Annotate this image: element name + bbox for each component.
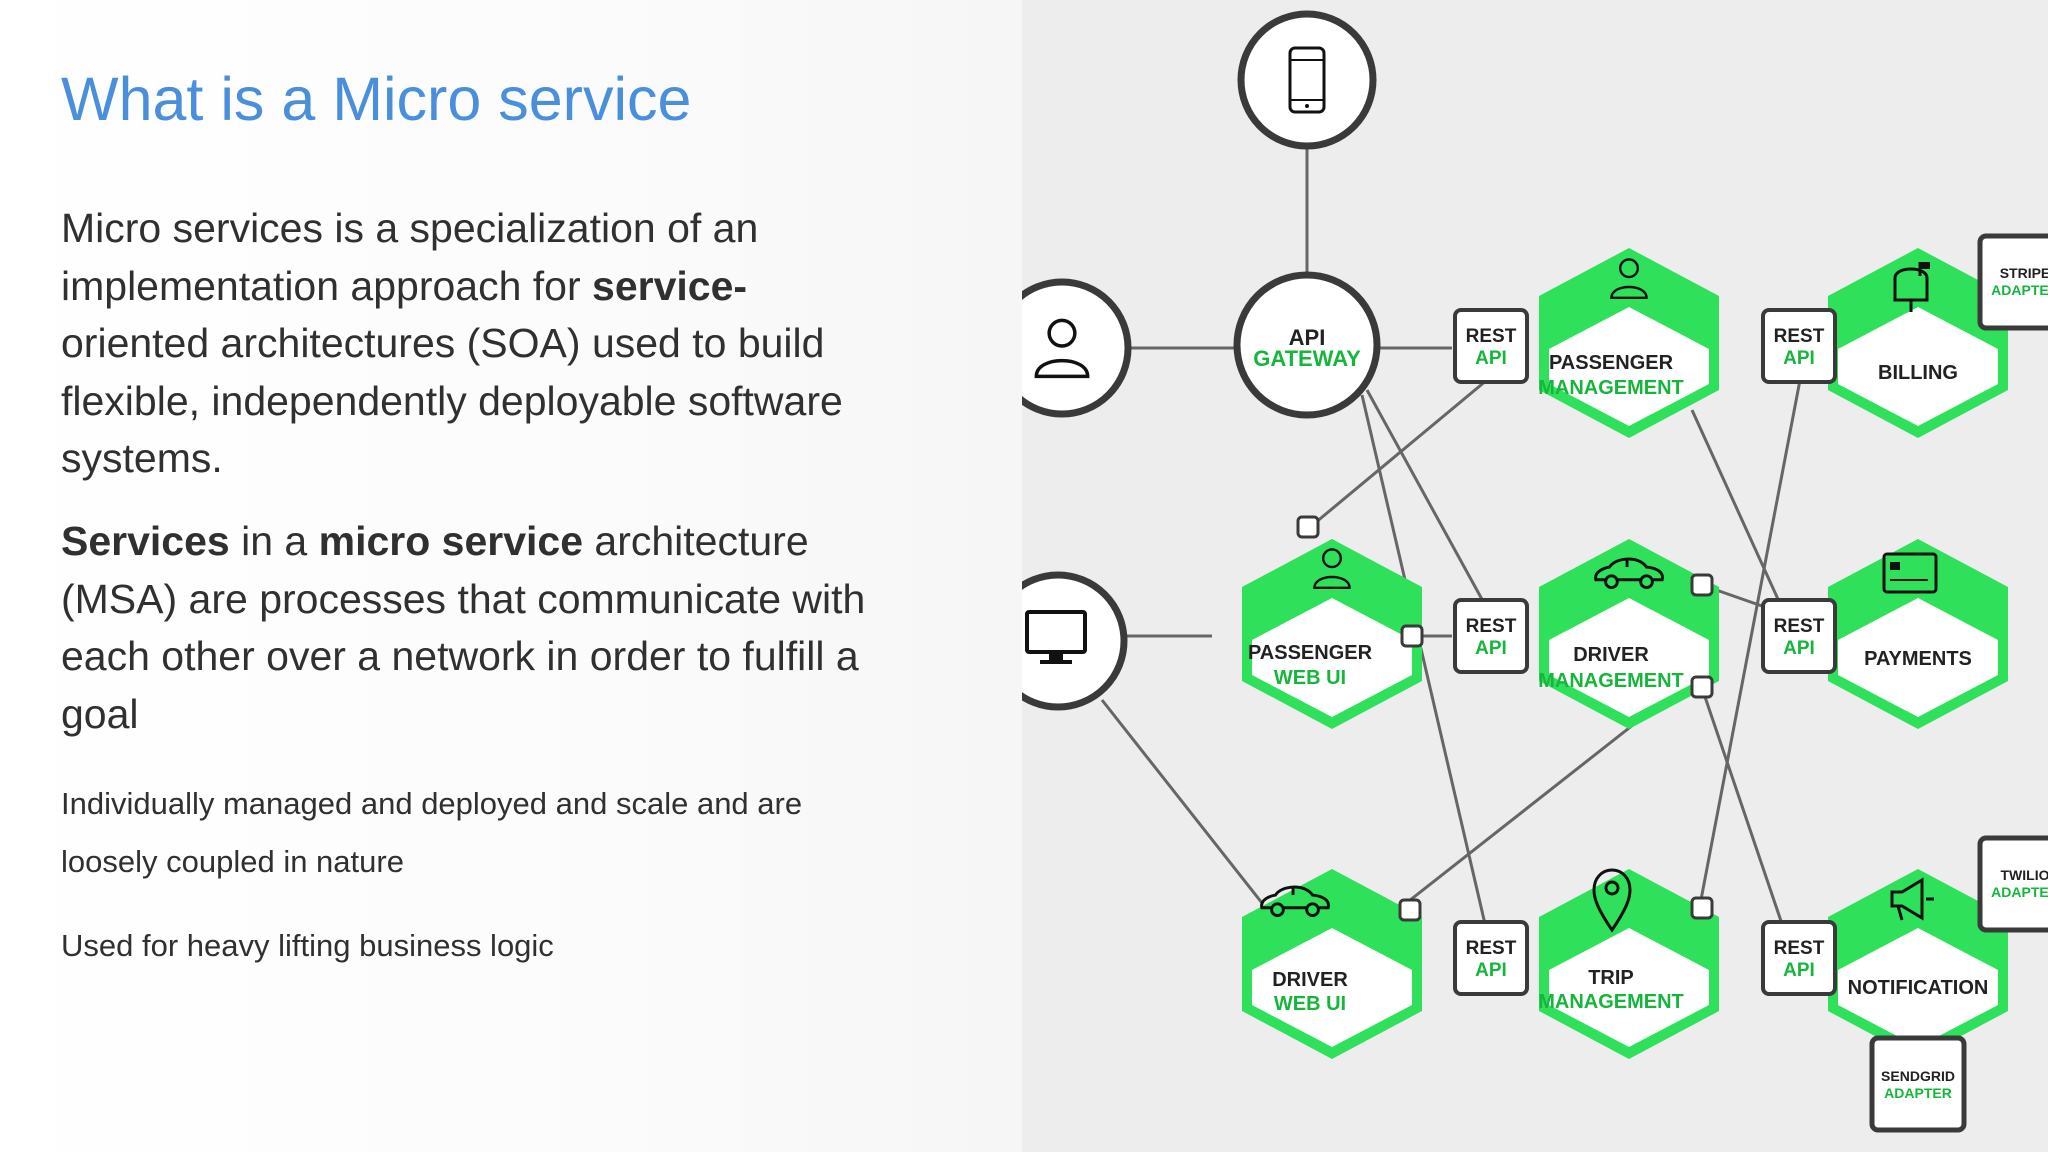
services-bold: Services (61, 518, 230, 564)
service-passenger-web-ui: PASSENGER WEB UI (1242, 539, 1422, 729)
port (1400, 624, 1424, 648)
service-billing: BILLING (1828, 248, 2008, 438)
svg-text:REST: REST (1466, 938, 1517, 959)
desktop-monitor-icon (1025, 610, 1087, 664)
stripe-adapter: STRIPE ADAPTER (1977, 233, 2048, 331)
api-gateway-label-1: API (1289, 325, 1326, 350)
services-text-2: architecture (MSA) are processes that co… (61, 518, 866, 737)
service-payments: PAYMENTS (1828, 539, 2008, 729)
line-rest-passengerui (1308, 378, 1488, 530)
connection-lines (1100, 80, 1802, 925)
definition-bold-service: service- (592, 262, 748, 309)
microservice-diagram: API GATEWAY PASSENGER MANAGEMENT BILLING (1022, 0, 2048, 1152)
text-panel: What is a Micro service Micro services i… (0, 0, 1022, 1152)
service-trip-management: TRIP MANAGEMENT (1538, 868, 1719, 1059)
slide-title: What is a Micro service (61, 65, 692, 133)
definition-text-2: oriented architectures (SOA) used to bui… (61, 320, 843, 481)
services-paragraph: Services in a micro service architecture… (61, 513, 901, 743)
line-billing-trip (1698, 379, 1802, 906)
port (1690, 573, 1714, 597)
svg-text:ADAPTER: ADAPTER (1884, 1085, 1952, 1101)
svg-text:REST: REST (1466, 616, 1517, 637)
definition-paragraph: Micro services is a specialization of an… (61, 200, 901, 488)
bullet-business-logic: Used for heavy lifting business logic (61, 928, 554, 963)
svg-text:API: API (1475, 638, 1507, 659)
trip-management-label-1: TRIP (1588, 967, 1634, 989)
notification-label: NOTIFICATION (1848, 977, 1989, 999)
rest-api-box-payments: REST API (1761, 598, 1837, 674)
svg-text:ADAPTER: ADAPTER (1991, 282, 2048, 298)
port (1398, 898, 1422, 922)
client-mobile (1237, 10, 1377, 150)
driver-web-ui-label-1: DRIVER (1272, 969, 1348, 991)
bullet-managed: Individually managed and deployed and sc… (61, 786, 803, 879)
driver-web-ui-label-2: WEB UI (1274, 993, 1346, 1015)
line-passenger-payments (1690, 409, 1784, 609)
svg-text:STRIPE: STRIPE (2000, 265, 2048, 281)
svg-text:API: API (1475, 960, 1507, 981)
svg-text:TWILIO: TWILIO (2001, 867, 2048, 883)
passenger-web-ui-label-1: PASSENGER (1248, 642, 1373, 664)
svg-text:SENDGRID: SENDGRID (1881, 1068, 1955, 1084)
svg-text:REST: REST (1774, 938, 1825, 959)
twilio-adapter: TWILIO ADAPTER (1977, 835, 2048, 933)
api-gateway-label-2: GATEWAY (1253, 346, 1361, 371)
mailbox-icon (1893, 262, 1930, 312)
payments-label: PAYMENTS (1864, 648, 1972, 670)
line-gateway-driver (1365, 389, 1486, 604)
rest-api-box-trip: REST API (1453, 920, 1529, 996)
mobile-phone-icon (1288, 46, 1326, 114)
svg-text:API: API (1475, 348, 1507, 369)
svg-text:ADAPTER: ADAPTER (1991, 884, 2048, 900)
passenger-management-label-2: MANAGEMENT (1538, 377, 1684, 399)
services-text-1: in a (229, 518, 319, 564)
map-pin-icon (1592, 868, 1632, 933)
service-driver-management: DRIVER MANAGEMENT (1538, 539, 1719, 729)
svg-text:REST: REST (1774, 616, 1825, 637)
svg-text:REST: REST (1774, 326, 1825, 347)
api-gateway: API GATEWAY (1233, 271, 1381, 419)
passenger-web-ui-label-2: WEB UI (1274, 667, 1346, 689)
port (1690, 675, 1714, 699)
port (1690, 896, 1714, 920)
definition-text-1: Micro services is a specialization of an… (61, 205, 759, 309)
client-user (1022, 278, 1132, 418)
billing-label: BILLING (1878, 362, 1958, 384)
driver-management-label-1: DRIVER (1573, 644, 1649, 666)
trip-management-label-2: MANAGEMENT (1538, 991, 1684, 1013)
rest-api-box-passenger: REST API (1453, 308, 1529, 384)
micro-service-bold: micro service (318, 518, 584, 564)
line-desktop-driverui (1100, 699, 1264, 904)
connector-ports (1296, 515, 1714, 922)
sendgrid-adapter: SENDGRID ADAPTER (1869, 1035, 1967, 1133)
client-desktop (1022, 571, 1128, 711)
service-passenger-management: PASSENGER MANAGEMENT (1538, 248, 1719, 438)
svg-text:API: API (1783, 638, 1815, 659)
diagram-svg: API GATEWAY PASSENGER MANAGEMENT BILLING (1022, 10, 2048, 1133)
svg-text:API: API (1783, 348, 1815, 369)
passenger-management-label-1: PASSENGER (1549, 352, 1674, 374)
driver-management-label-2: MANAGEMENT (1538, 670, 1684, 692)
service-notification: NOTIFICATION (1828, 869, 2008, 1059)
port (1296, 515, 1320, 539)
svg-text:API: API (1783, 960, 1815, 981)
service-driver-web-ui: DRIVER WEB UI (1242, 869, 1422, 1059)
line-gateway-trip (1360, 394, 1487, 925)
megaphone-icon (1890, 877, 1934, 921)
svg-text:REST: REST (1466, 326, 1517, 347)
rest-api-box-notification: REST API (1761, 920, 1837, 996)
line-driver-notification (1700, 687, 1784, 925)
rest-api-box-driver: REST API (1453, 598, 1529, 674)
rest-api-box-billing: REST API (1761, 308, 1837, 384)
credit-card-icon (1882, 552, 1938, 594)
